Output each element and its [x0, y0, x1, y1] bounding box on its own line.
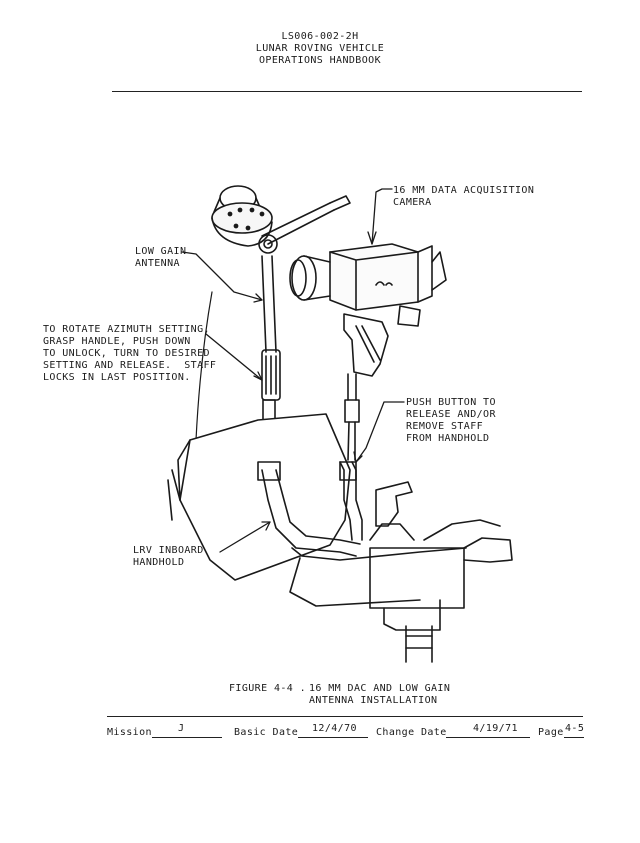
callout-handhold-line2: HANDHOLD — [133, 557, 185, 568]
document-title-line2: OPERATIONS HANDBOOK — [259, 55, 381, 66]
change-date-value: 4/19/71 — [473, 723, 518, 734]
callout-push-button-line1: PUSH BUTTON TO — [406, 397, 496, 408]
callout-camera-line2: CAMERA — [393, 197, 432, 208]
document-title-line1: LUNAR ROVING VEHICLE — [255, 43, 385, 54]
callout-camera-line1: 16 MM DATA ACQUISITION — [393, 185, 535, 196]
figure-label: FIGURE 4-4 . — [229, 683, 307, 694]
callout-azimuth-line4: SETTING AND RELEASE. STAFF — [43, 360, 217, 371]
camera-pistol-grip — [343, 313, 389, 377]
change-date-underline — [446, 737, 530, 738]
change-date-label: Change Date — [376, 727, 447, 738]
callout-azimuth-line2: GRASP HANDLE, PUSH DOWN — [43, 336, 191, 347]
antenna-pointing-handle — [258, 195, 351, 254]
callout-push-button-line4: FROM HANDHOLD — [406, 433, 490, 444]
hand-controller — [369, 481, 415, 541]
callout-antenna-line2: ANTENNA — [135, 258, 180, 269]
document-number: LS006-002-2H — [281, 31, 359, 42]
page-underline — [564, 737, 584, 738]
callout-antenna-line1: LOW GAIN — [135, 246, 187, 257]
figure-caption-line2: ANTENNA INSTALLATION — [309, 695, 438, 706]
header-rule — [112, 91, 582, 92]
callout-azimuth-line1: TO ROTATE AZIMUTH SETTING, — [43, 324, 210, 335]
figure-caption-line1: 16 MM DAC AND LOW GAIN — [309, 683, 451, 694]
lrv-chassis-structure — [289, 519, 513, 663]
mission-value: J — [178, 723, 185, 734]
basic-date-underline — [298, 737, 368, 738]
callout-azimuth-line3: TO UNLOCK, TURN TO DESIRED — [43, 348, 210, 359]
callout-leaders — [181, 188, 405, 553]
camera-staff — [344, 373, 360, 461]
lrv-inboard-handhold — [257, 461, 363, 557]
page-value: 4-5 — [565, 723, 585, 734]
callout-push-button-line3: REMOVE STAFF — [406, 421, 484, 432]
mission-underline — [152, 737, 222, 738]
basic-date-label: Basic Date — [234, 727, 299, 738]
mission-label: Mission — [107, 727, 152, 738]
callout-azimuth-line5: LOCKS IN LAST POSITION. — [43, 372, 191, 383]
callout-push-button-line2: RELEASE AND/OR — [406, 409, 496, 420]
basic-date-value: 12/4/70 — [312, 723, 357, 734]
page-label: Page — [538, 727, 564, 738]
footer-rule — [107, 716, 583, 717]
data-acquisition-camera — [289, 243, 447, 327]
low-gain-antenna-dish — [211, 185, 273, 247]
callout-handhold-line1: LRV INBOARD — [133, 545, 204, 556]
lrv-console — [167, 413, 351, 581]
